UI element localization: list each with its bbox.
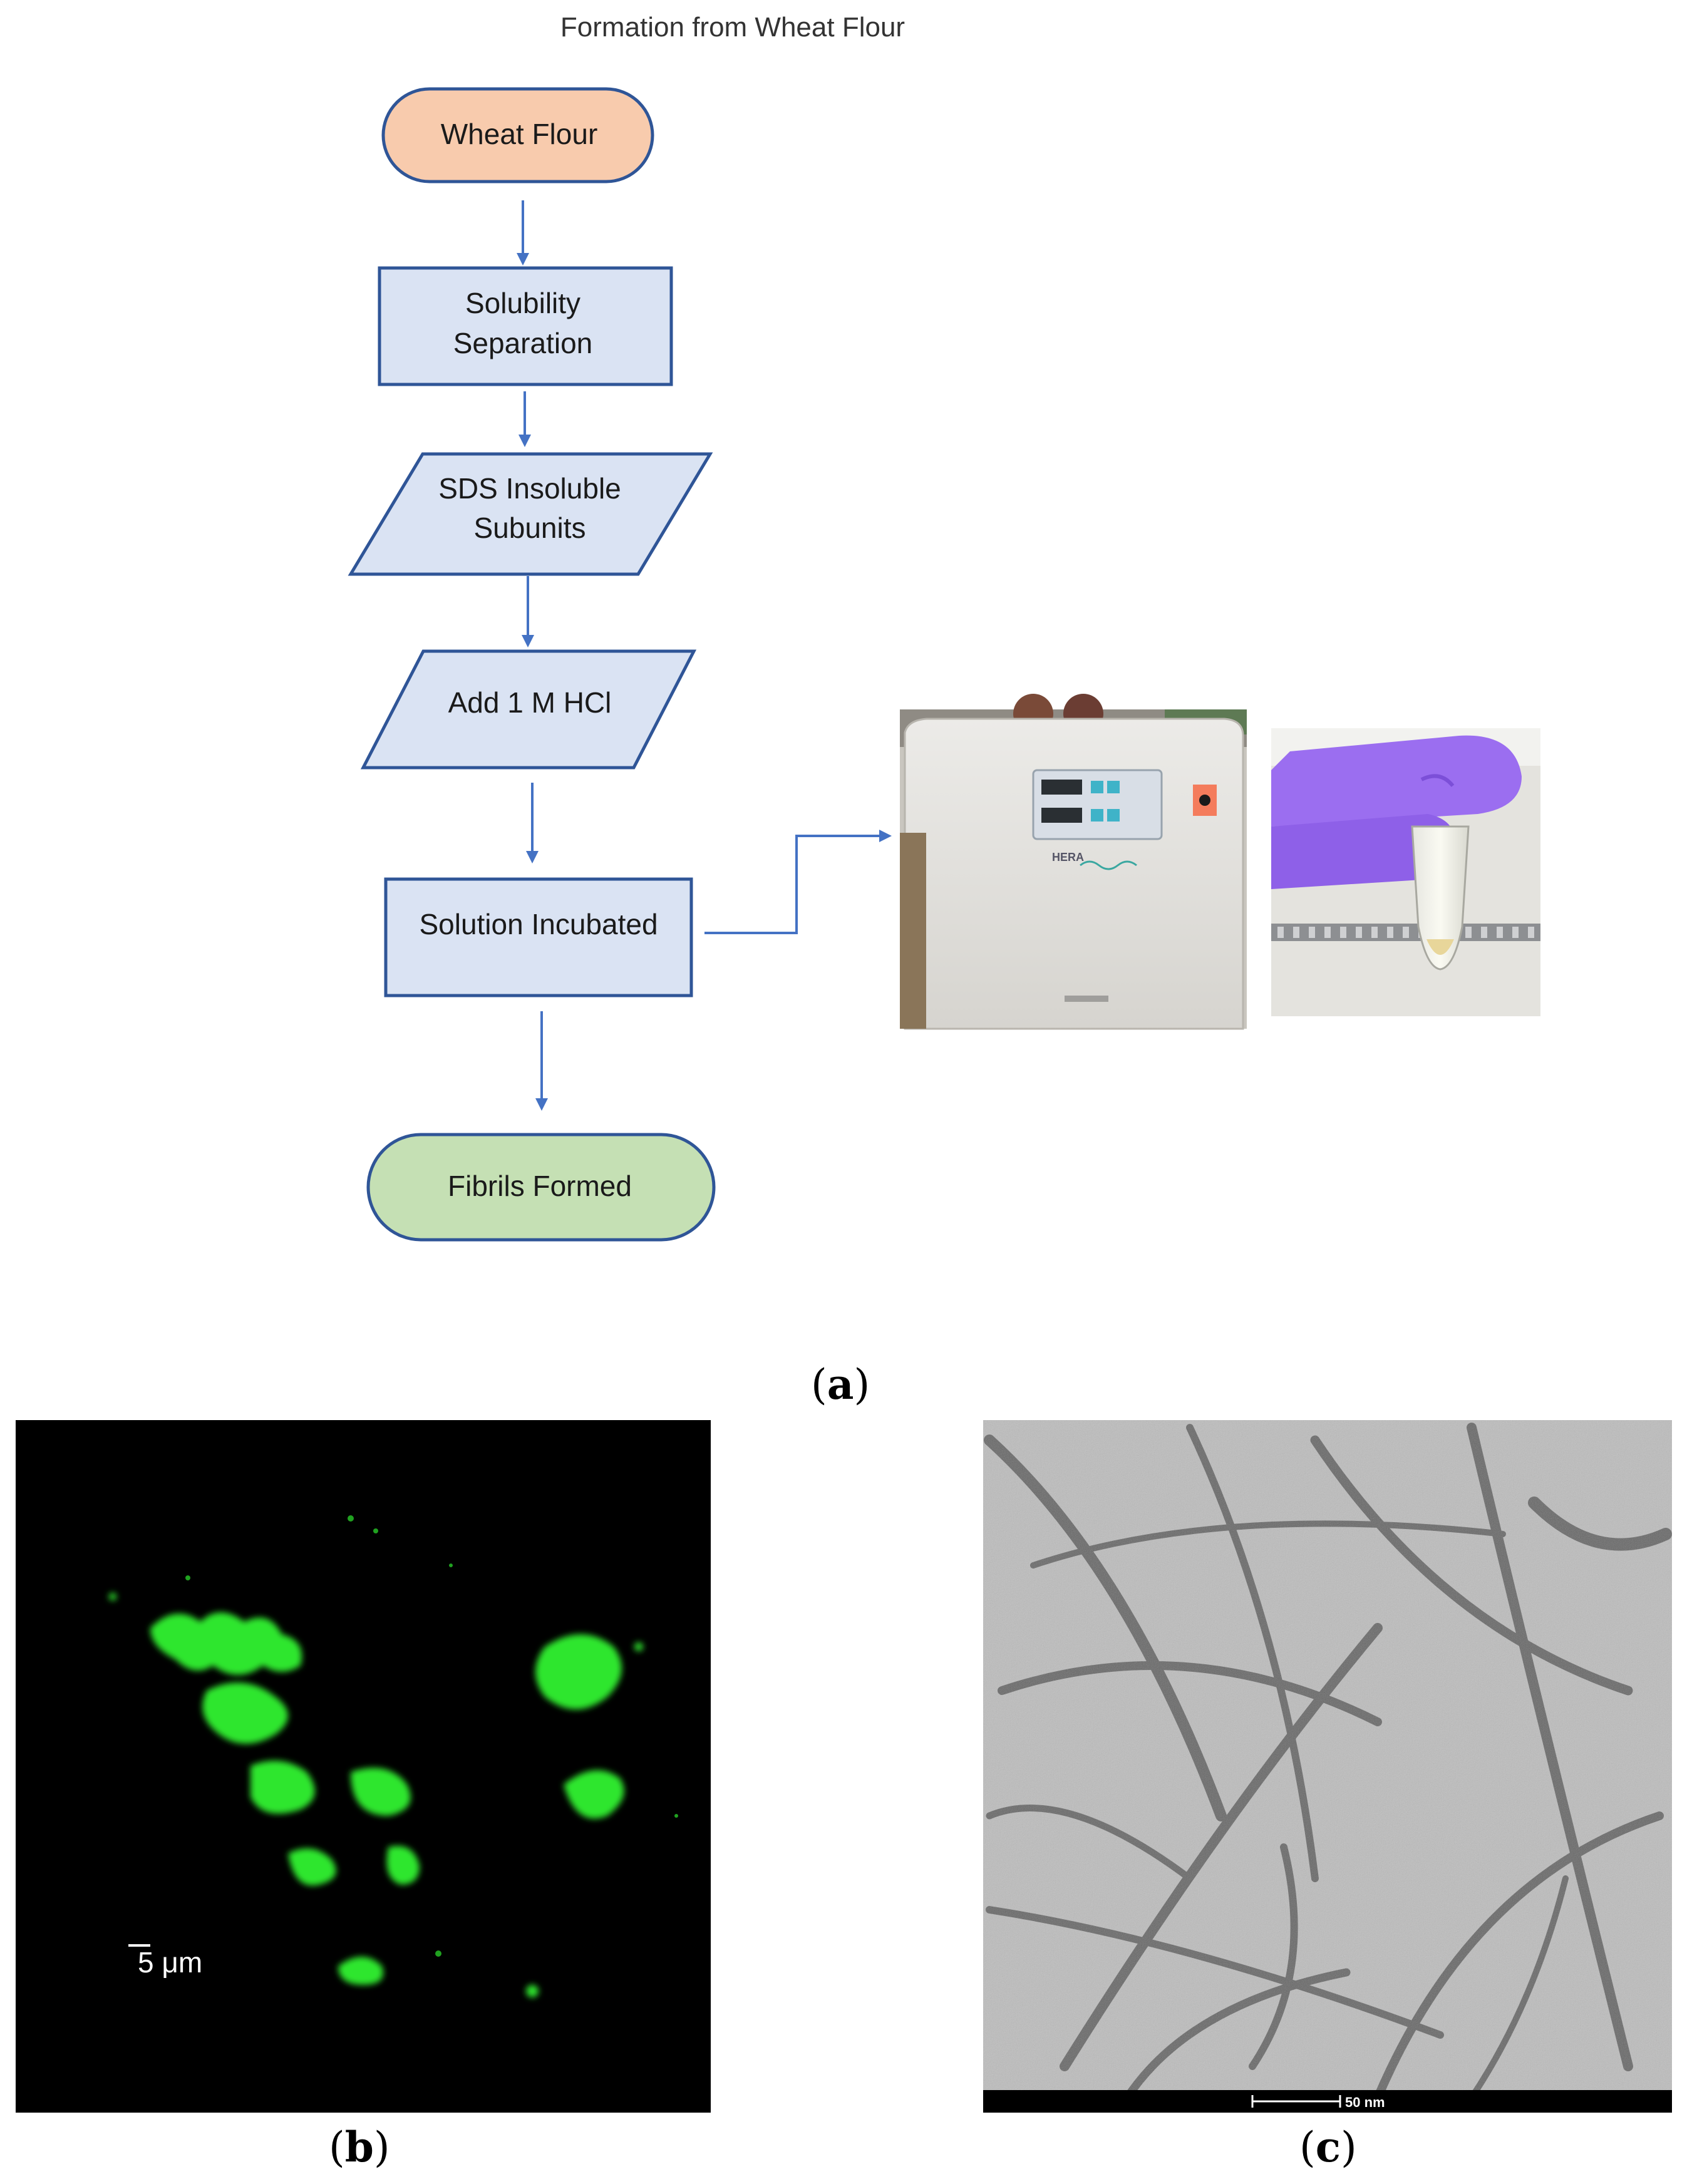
tube-photo — [1271, 728, 1540, 1016]
scale-bar-label-b: 5 μm — [138, 1946, 202, 1979]
panel-label-c: (c) — [1299, 2123, 1357, 2171]
incubator-photo: HERA — [900, 694, 1247, 1030]
node-label: Fibrils Formed — [448, 1170, 632, 1202]
node-hcl: Add 1 M HCl — [360, 649, 697, 770]
node-wheat-flour: Wheat Flour — [381, 87, 654, 183]
node-fibrils: Fibrils Formed — [366, 1133, 716, 1242]
node-shape — [384, 877, 693, 997]
fluorescence-panel: 5 μm — [16, 1420, 711, 2113]
node-shape — [366, 1133, 716, 1242]
tem-panel: 50 nm — [983, 1420, 1672, 2113]
flowchart-edges — [517, 200, 892, 1111]
node-shape — [378, 266, 673, 386]
node-label: Wheat Flour — [441, 118, 598, 150]
node-label: Add 1 M HCl — [448, 686, 612, 719]
incubator-brand: HERA — [1052, 851, 1084, 863]
node-shape — [360, 649, 697, 770]
node-label: Subunits — [473, 512, 586, 544]
node-shape — [348, 452, 713, 576]
panel-label-b: (b) — [329, 2123, 390, 2171]
panel-label-a: (a) — [811, 1360, 870, 1409]
node-incubated: Solution Incubated — [384, 877, 693, 997]
node-label: Separation — [453, 327, 593, 359]
node-shape — [381, 87, 654, 183]
node-label: Solubility — [465, 287, 580, 319]
flowchart: Formation from Wheat Flour Wheat FlourSo… — [348, 12, 905, 1242]
node-label: Solution Incubated — [419, 908, 658, 940]
flowchart-title: Formation from Wheat Flour — [560, 12, 905, 43]
node-label: SDS Insoluble — [438, 472, 621, 505]
scale-bar-label-c: 50 nm — [1345, 2094, 1385, 2110]
edge-incubated-to-incubator_photo — [704, 830, 892, 934]
